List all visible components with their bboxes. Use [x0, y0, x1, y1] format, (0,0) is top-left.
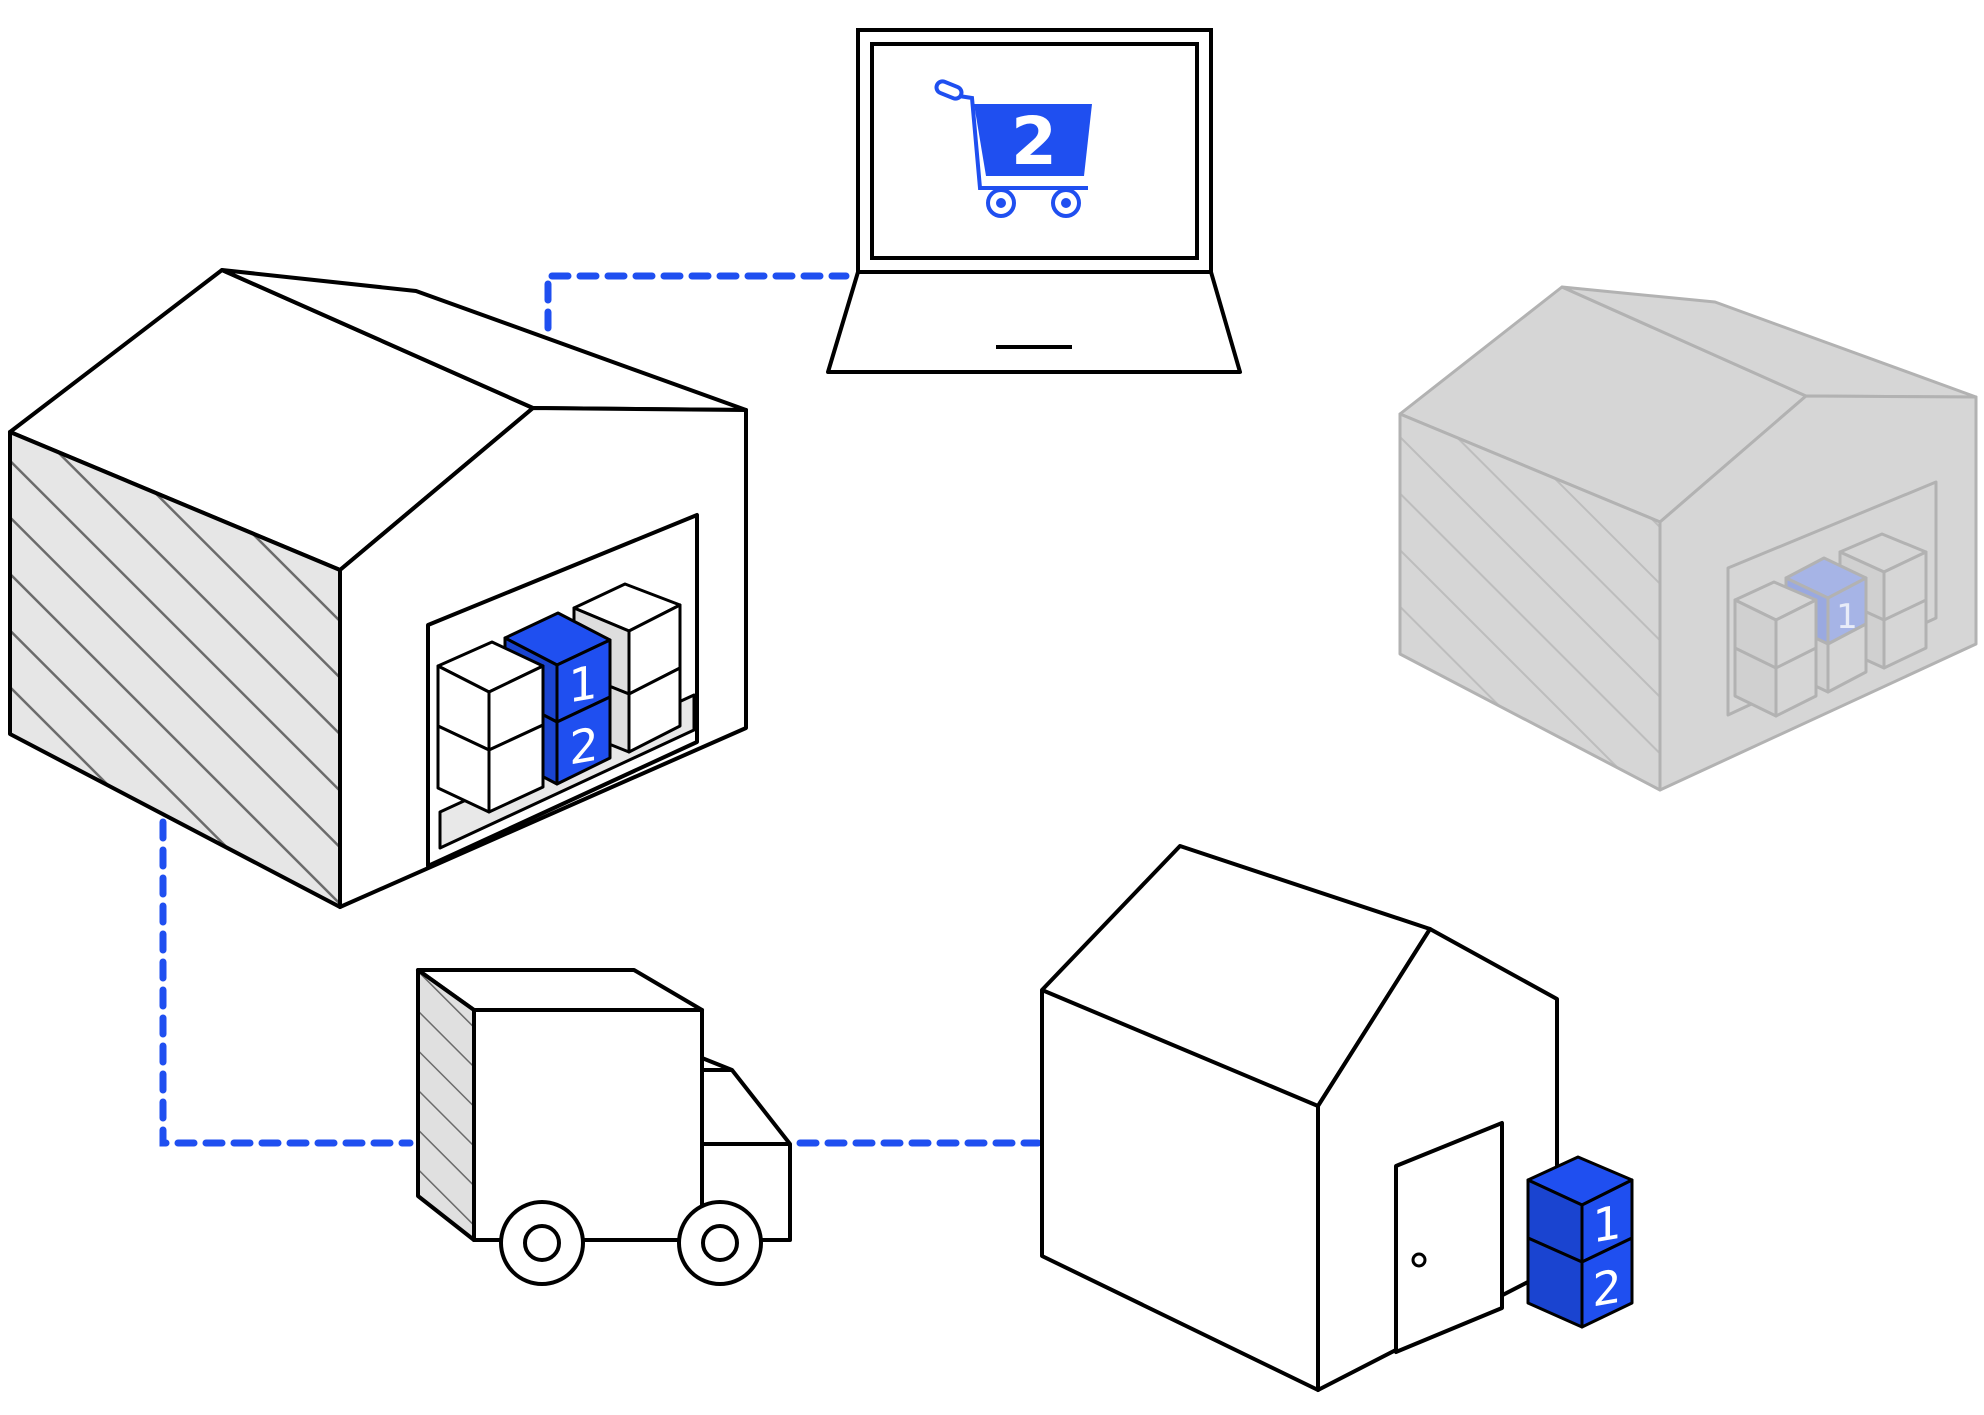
customer-house: 1 2 — [1040, 844, 1634, 1392]
faded-box-label: 1 — [1836, 597, 1858, 637]
truck-wheel-right — [677, 1200, 763, 1286]
truck-cargo-front — [472, 1008, 704, 1242]
house-box-label-bottom: 2 — [1592, 1259, 1621, 1318]
truck-cargo-side — [416, 968, 476, 1242]
connector-lines — [159, 272, 1042, 1147]
laptop: 2 — [826, 28, 1242, 374]
delivery-truck — [416, 968, 792, 1286]
house-blue-stack: 1 2 — [1526, 1155, 1634, 1329]
warehouse-box-label-top: 1 — [568, 655, 597, 714]
warehouse-box-front-left — [436, 640, 545, 814]
truck-wheel-left — [499, 1200, 585, 1286]
faded-box-left — [1733, 580, 1818, 718]
warehouse-main: 1 2 — [8, 268, 748, 909]
warehouse-box-label-bottom: 2 — [569, 717, 598, 776]
shopping-cart-icon: 2 — [934, 79, 1092, 218]
connector-warehouse-laptop — [544, 272, 850, 332]
connector-warehouse-truck — [159, 818, 414, 1147]
laptop-base — [826, 270, 1242, 374]
house-box-label-top: 1 — [1592, 1195, 1621, 1254]
house-door — [1394, 1121, 1504, 1354]
warehouse-faded: 1 — [1398, 285, 1978, 792]
cart-count: 2 — [1011, 103, 1057, 180]
house-door-knob — [1411, 1252, 1427, 1268]
